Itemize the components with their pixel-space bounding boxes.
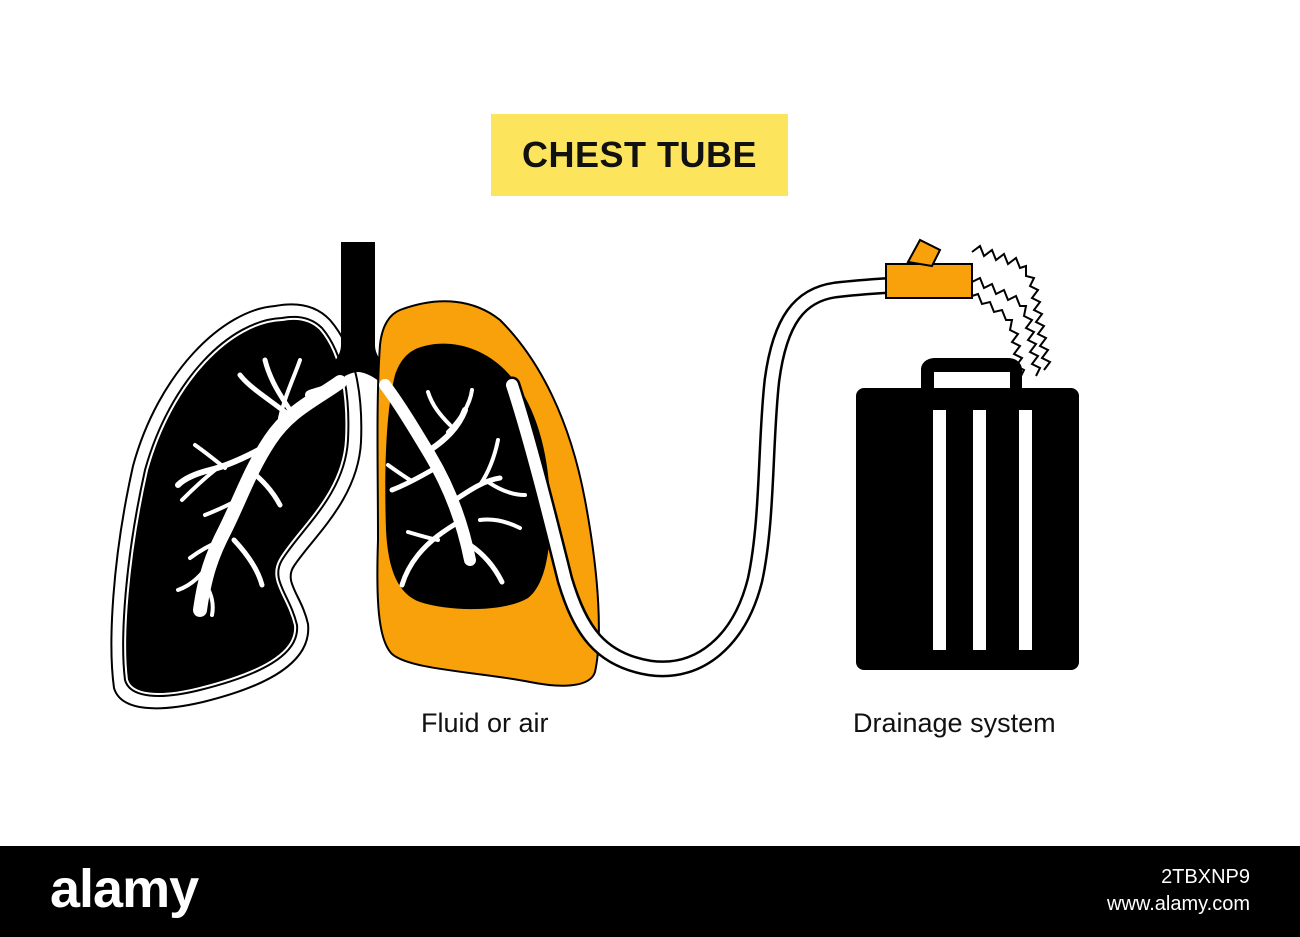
- site-url: www.alamy.com: [1107, 893, 1250, 915]
- image-id: 2TBXNP9: [1161, 866, 1250, 888]
- left-bronchial-tree: [175, 357, 347, 617]
- fluid-label: Fluid or air: [421, 708, 549, 738]
- tube-connector: [885, 238, 973, 299]
- right-bronchial-tree: [379, 379, 527, 588]
- title-banner: CHEST TUBE: [491, 114, 788, 196]
- suction-lines: [971, 244, 1052, 379]
- page-title: CHEST TUBE: [521, 134, 757, 175]
- brand-logo: alamy: [50, 859, 199, 919]
- left-lung-outline: [110, 303, 363, 710]
- footer-bar: alamy 2TBXNP9 www.alamy.com: [0, 846, 1300, 937]
- trachea: [316, 242, 400, 390]
- chest-tube: [503, 276, 904, 678]
- drainage-box: [856, 358, 1079, 670]
- drainage-label: Drainage system: [853, 708, 1056, 738]
- image-reference: 2TBXNP9 www.alamy.com: [1107, 864, 1250, 918]
- chest-tube-illustration: [110, 238, 1079, 710]
